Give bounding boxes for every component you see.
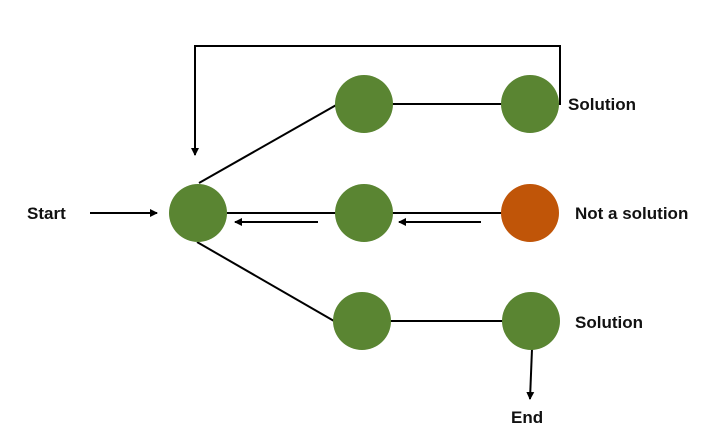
label-solution-bottom: Solution xyxy=(575,313,643,332)
node-middle-leaf xyxy=(501,184,559,242)
label-end: End xyxy=(511,408,544,427)
node-upper-leaf xyxy=(501,75,559,133)
node-upper-mid xyxy=(335,75,393,133)
end-arrow xyxy=(526,348,535,400)
node-lower-leaf xyxy=(502,292,560,350)
feedback-loop-arrow xyxy=(191,45,561,156)
label-solution-top: Solution xyxy=(568,95,636,114)
label-start: Start xyxy=(27,204,66,223)
node-root xyxy=(169,184,227,242)
edge-root-lower-mid xyxy=(196,241,335,322)
edge-root-upper-mid xyxy=(198,103,339,184)
node-lower-mid xyxy=(333,292,391,350)
label-not-a-solution: Not a solution xyxy=(575,204,689,223)
node-middle-mid xyxy=(335,184,393,242)
